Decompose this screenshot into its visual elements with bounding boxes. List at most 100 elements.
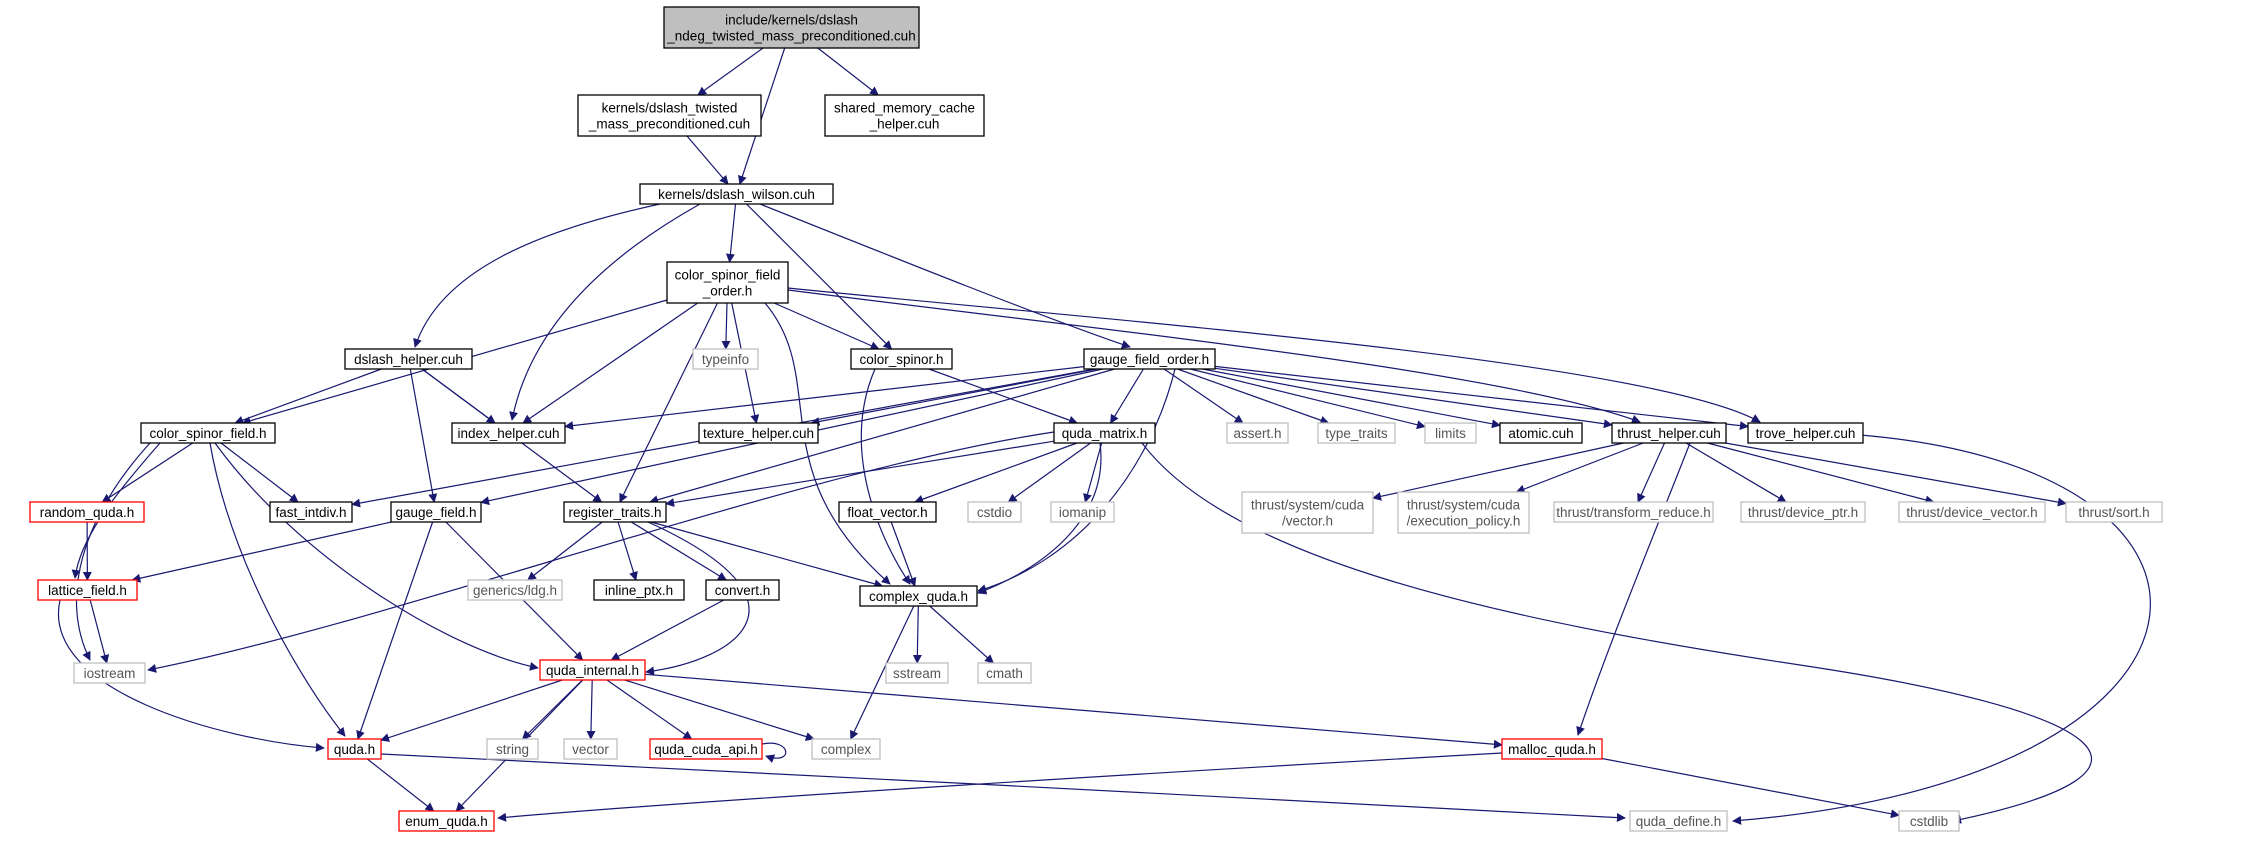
node-box [967,501,1022,523]
node-box [1501,738,1603,760]
node-malloc-quda[interactable]: malloc_quda.h [1501,738,1603,760]
edge-trove_helper-to-quda_define [1732,434,2151,825]
edge-dslash_wilson-to-color_spinor [746,203,893,350]
node-quda-h[interactable]: quda.h [327,738,382,760]
node-label: thrust_helper.cuh [1617,426,1721,441]
edge-register_traits-to-quda_internal [645,521,750,676]
node-generics-ldg[interactable]: generics/ldg.h [467,579,563,601]
node-box [1241,491,1374,534]
node-box [1629,810,1728,832]
edge-csf_order-to-index_helper [522,302,699,424]
node-label: quda.h [334,742,375,757]
edge-quda_matrix-to-float_vector [914,442,1078,504]
node-color-spinor-field[interactable]: color_spinor_field.h [140,422,276,444]
node-label: generics/ldg.h [473,583,557,598]
node-cstdlib[interactable]: cstdlib [1898,810,1960,832]
node-iostream[interactable]: iostream [73,662,146,684]
node-label: register_traits.h [568,505,661,520]
node-vector[interactable]: vector [563,738,618,760]
node-iomanip[interactable]: iomanip [1050,501,1115,523]
node-thrust-ptr[interactable]: thrust/device_ptr.h [1740,501,1866,523]
node-box [663,6,920,49]
node-typeinfo[interactable]: typeinfo [692,348,759,370]
node-label: assert.h [1233,426,1281,441]
node-thrust-reduce[interactable]: thrust/transform_reduce.h [1553,501,1714,523]
node-fast-intdiv[interactable]: fast_intdiv.h [269,501,353,523]
node-label: color_spinor_field.h [149,426,266,441]
edge-register_traits-to-complex_quda [650,521,884,589]
node-dslash-wilson[interactable]: kernels/dslash_wilson.cuh [639,183,834,205]
node-label: random_quda.h [40,505,135,520]
node-thrust-helper[interactable]: thrust_helper.cuh [1611,422,1727,444]
node-quda-cuda-api[interactable]: quda_cuda_api.h [649,738,763,760]
node-quda-matrix[interactable]: quda_matrix.h [1053,422,1156,444]
node-cstdio[interactable]: cstdio [967,501,1022,523]
node-thrust-dvec[interactable]: thrust/device_vector.h [1898,501,2046,523]
node-label: thrust/system/cuda [1407,498,1521,513]
node-label: _helper.cuh [869,117,940,132]
node-box [486,738,539,760]
edge-complex_quda-to-cmath [929,605,994,664]
node-trove-helper[interactable]: trove_helper.cuh [1747,422,1864,444]
node-label: kernels/dslash_wilson.cuh [658,187,815,202]
node-label: quda_internal.h [546,663,639,678]
node-float-vector[interactable]: float_vector.h [838,501,937,523]
node-box [563,738,618,760]
edge-gauge_field-to-lattice_field [131,521,392,583]
node-label: thrust/transform_reduce.h [1556,505,1711,520]
edge-root-to-dslash_wilson [738,47,786,185]
node-label: quda_define.h [1636,814,1722,829]
node-shared-mem[interactable]: shared_memory_cache_helper.cuh [824,94,985,137]
node-box [539,659,646,681]
node-box [1499,422,1583,444]
edge-quda_internal-to-complex [624,679,815,741]
node-box [327,738,382,760]
edge-register_traits-to-generics_ldg [527,521,603,581]
edge-float_vector-to-complex_quda [890,521,917,587]
edge-quda_matrix-to-complex_quda [977,442,1102,595]
edge-color_spinor_field-to-quda_internal [214,442,539,671]
node-thrust-exec[interactable]: thrust/system/cuda/execution_policy.h [1397,491,1530,534]
node-thrust-sort[interactable]: thrust/sort.h [2065,501,2163,523]
node-assert[interactable]: assert.h [1226,422,1289,444]
node-color-spinor[interactable]: color_spinor.h [850,348,953,370]
node-complex-quda[interactable]: complex_quda.h [859,585,978,607]
node-box [824,94,985,137]
node-quda-internal[interactable]: quda_internal.h [539,659,646,681]
node-label: _mass_preconditioned.cuh [588,117,750,132]
node-thrust-vector[interactable]: thrust/system/cuda/vector.h [1241,491,1374,534]
node-box [269,501,353,523]
node-type-traits[interactable]: type_traits [1317,422,1396,444]
edge-gauge_field_order-to-thrust_helper [1214,367,1613,429]
node-texture-helper[interactable]: texture_helper.cuh [698,422,819,444]
edge-csf_order-to-register_traits [619,302,719,503]
node-csf-order[interactable]: color_spinor_field_order.h [666,261,789,304]
edge-malloc_quda-to-cstdlib [1601,757,1900,819]
node-gauge-field-order[interactable]: gauge_field_order.h [1083,348,1216,370]
edge-gauge_field_order-to-register_traits [649,368,1115,505]
node-convert[interactable]: convert.h [705,579,780,601]
node-inline-ptx[interactable]: inline_ptx.h [593,579,685,601]
node-random-quda[interactable]: random_quda.h [29,501,145,523]
node-dslash-helper[interactable]: dslash_helper.cuh [344,348,473,370]
node-atomic[interactable]: atomic.cuh [1499,422,1583,444]
node-label: thrust/device_ptr.h [1748,505,1858,520]
node-dslash-twisted[interactable]: kernels/dslash_twisted_mass_precondition… [577,94,762,137]
edge-thrust_helper-to-thrust_sort [1725,442,2067,507]
node-label: gauge_field.h [395,505,476,520]
node-complex[interactable]: complex [811,738,881,760]
node-enum-quda[interactable]: enum_quda.h [398,810,495,832]
node-limits[interactable]: limits [1424,422,1477,444]
edge-register_traits-to-convert [630,521,727,581]
node-index-helper[interactable]: index_helper.cuh [451,422,566,444]
node-lattice-field[interactable]: lattice_field.h [37,579,138,601]
node-sstream[interactable]: sstream [885,662,949,684]
node-gauge-field[interactable]: gauge_field.h [390,501,482,523]
node-cmath[interactable]: cmath [977,662,1032,684]
node-box [859,585,978,607]
node-string[interactable]: string [486,738,539,760]
node-box [698,422,819,444]
node-quda-define[interactable]: quda_define.h [1629,810,1728,832]
node-register-traits[interactable]: register_traits.h [563,501,667,523]
edge-color_spinor_field-to-quda_h [209,442,346,737]
